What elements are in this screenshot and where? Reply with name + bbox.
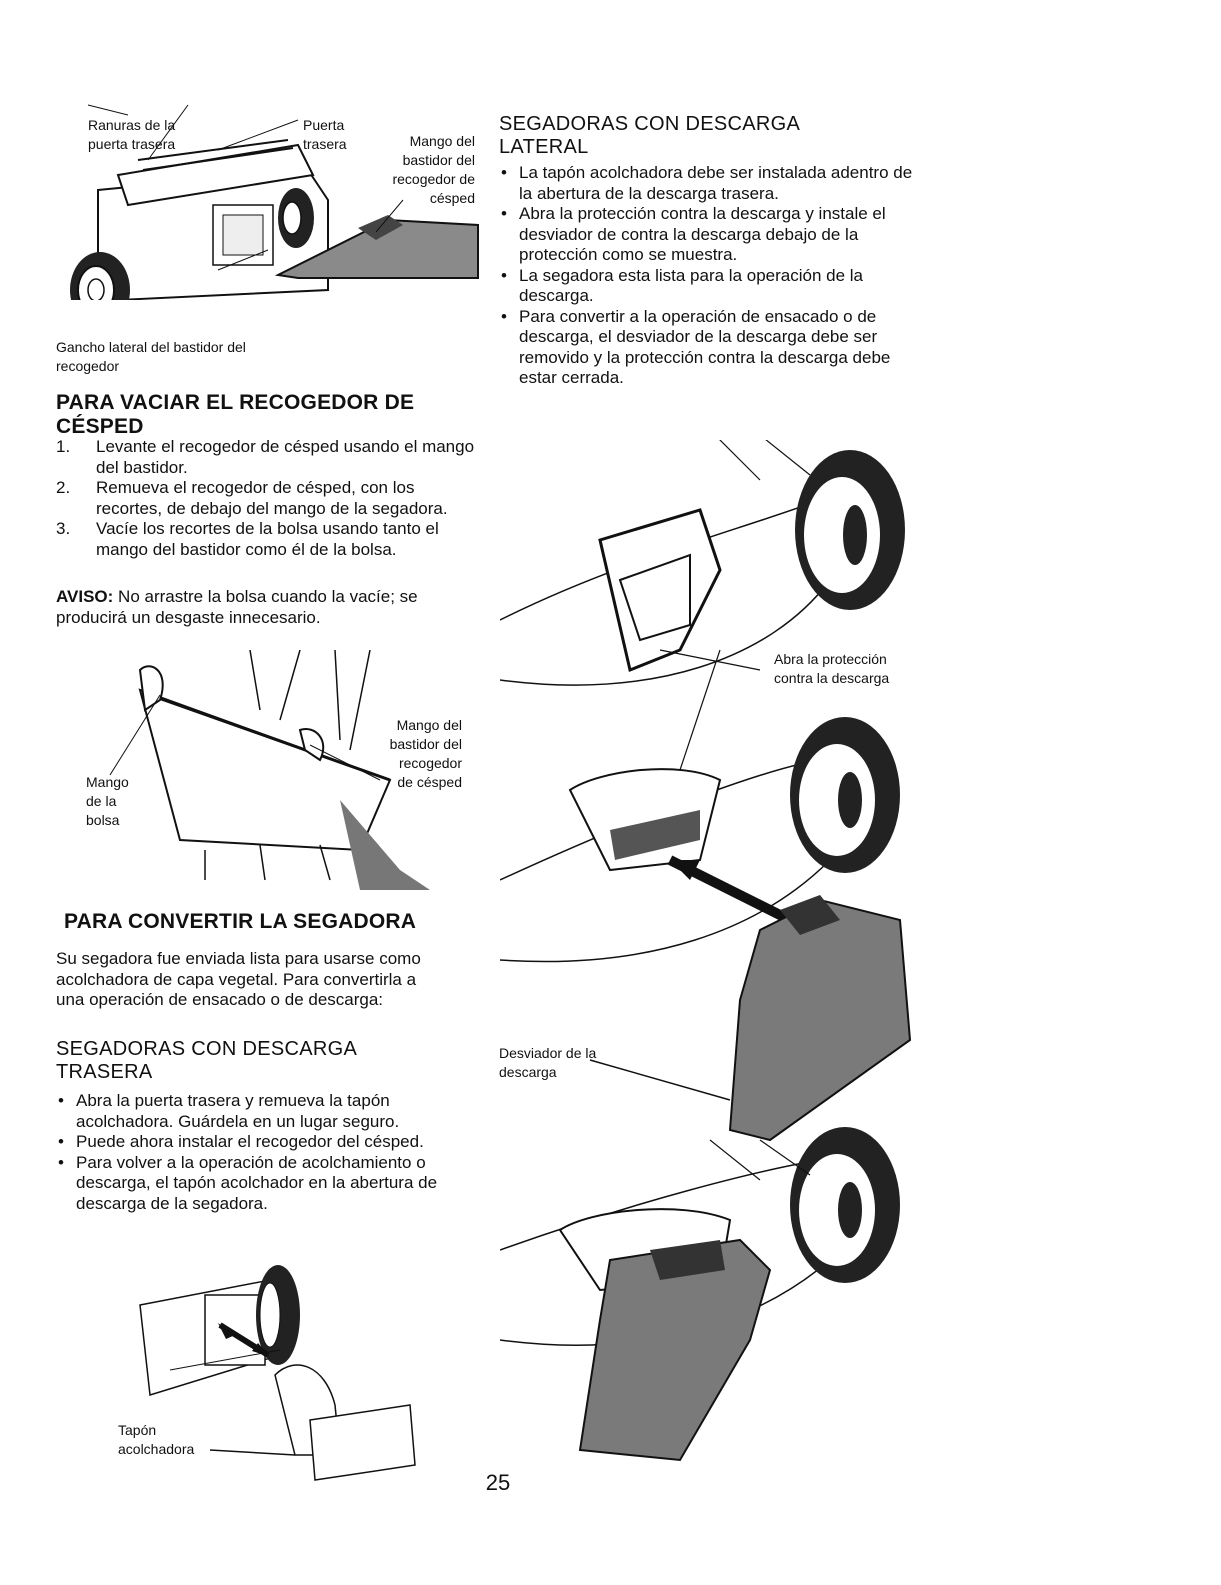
list-item: Para convertir a la operación de ensacad… <box>499 307 919 389</box>
mulch-plug-illustration <box>139 1265 416 1481</box>
grass-catcher-install-illustration <box>70 104 479 300</box>
rear-discharge-list: Abra la puerta trasera y remueva la tapó… <box>56 1091 486 1214</box>
list-item: Puede ahora instalar el recogedor del cé… <box>56 1132 486 1153</box>
notice-paragraph: AVISO: No arrastre la bolsa cuando la va… <box>56 587 486 628</box>
list-item: La segadora esta lista para la operación… <box>499 266 919 307</box>
empty-steps-list: 1.Levante el recogedor de césped usando … <box>56 437 476 560</box>
notice-text: No arrastre la bolsa cuando la vacíe; se… <box>56 587 418 627</box>
step-item: 3.Vacíe los recortes de la bolsa usando … <box>56 519 439 559</box>
page-number: 25 <box>485 1470 511 1495</box>
step-item: 1.Levante el recogedor de césped usando … <box>56 437 475 477</box>
heading-empty-catcher: PARA VACIAR EL RECOGEDOR DE CÉSPED <box>56 391 415 438</box>
heading-convert-mower: PARA CONVERTIR LA SEGADORA <box>64 910 417 933</box>
label-door-slots: Ranuras de la puerta trasera <box>88 117 176 152</box>
list-item: Abra la protección contra la descarga y … <box>499 204 919 266</box>
label-open-guard: Abra la protección contra la descarga <box>774 651 890 686</box>
empty-bag-illustration <box>109 650 430 890</box>
label-side-hook: Gancho lateral del bastidor del recogedo… <box>56 339 246 374</box>
list-item: La tapón acolchadora debe ser instalada … <box>499 163 919 204</box>
label-rear-door: Puerta trasera <box>303 117 347 152</box>
label-frame-handle: Mango del bastidor del recogedor de césp… <box>389 717 462 790</box>
step-item: 2.Remueva el recogedor de césped, con lo… <box>56 478 448 518</box>
label-catcher-handle: Mango del bastidor del recogedor de césp… <box>392 133 475 206</box>
label-bag-handle: Mango de la bolsa <box>86 774 129 828</box>
heading-rear-discharge: SEGADORAS CON DESCARGA TRASERA <box>56 1038 356 1083</box>
label-deflector: Desviador de la descarga <box>499 1045 597 1080</box>
convert-intro: Su segadora fue enviada lista para usars… <box>56 949 421 1009</box>
list-item: Abra la puerta trasera y remueva la tapó… <box>56 1091 486 1132</box>
side-discharge-list: La tapón acolchadora debe ser instalada … <box>499 163 919 389</box>
heading-side-discharge: SEGADORAS CON DESCARGA LATERAL <box>499 113 799 158</box>
side-discharge-deflector-illustration <box>500 440 912 1462</box>
label-mulch-plug: Tapón acolchadora <box>118 1422 195 1457</box>
list-item: Para volver a la operación de acolchamie… <box>56 1153 486 1215</box>
notice-label: AVISO: <box>56 587 114 606</box>
